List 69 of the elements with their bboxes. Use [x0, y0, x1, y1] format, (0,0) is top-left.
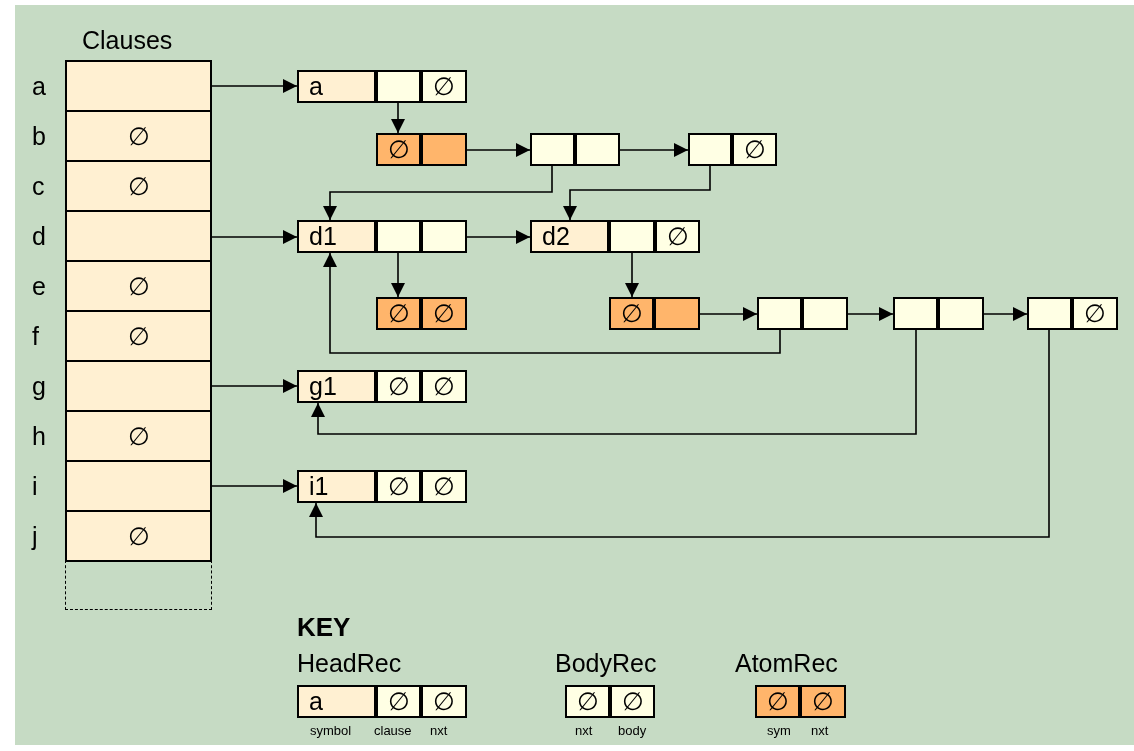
atom-record [376, 133, 467, 166]
field-caption: symbol [310, 723, 352, 738]
row-label: d [32, 222, 46, 251]
arrow [983, 307, 1028, 321]
arrow [391, 102, 405, 134]
arrow [391, 252, 405, 298]
field-caption: nxt [811, 723, 829, 738]
arrow [211, 379, 298, 393]
row-label: e [32, 272, 46, 301]
row-label: f [32, 322, 39, 351]
table-heading: Clauses [82, 26, 173, 55]
field-caption: nxt [575, 723, 593, 738]
record-field: g1 [297, 370, 376, 403]
record-field: ∅ [376, 370, 421, 403]
table-row: ∅ [65, 260, 212, 312]
atom-record [609, 297, 700, 330]
arrow [309, 329, 1050, 538]
field-caption: nxt [430, 723, 448, 738]
arrow [466, 230, 531, 244]
arrow [625, 252, 639, 298]
record-field: ∅ [609, 297, 654, 330]
arrow [323, 252, 781, 354]
arrow [466, 143, 531, 157]
record-field: d2 [530, 220, 609, 253]
record-field: ∅ [376, 685, 421, 718]
table-row [65, 360, 212, 412]
field-caption: sym [767, 723, 791, 738]
key-heading: KEY [297, 612, 351, 643]
arrow [311, 329, 917, 435]
empty-table-row [65, 560, 212, 610]
arrow [847, 307, 894, 321]
arrow [699, 307, 758, 321]
table-row [65, 210, 212, 262]
table-row [65, 460, 212, 512]
table-row: ∅ [65, 160, 212, 212]
record-heading: BodyRec [555, 649, 657, 678]
row-label: c [32, 172, 45, 201]
record-field: ∅ [376, 297, 421, 330]
record-field: a [297, 685, 376, 718]
table-row: ∅ [65, 310, 212, 362]
row-label: i [32, 472, 38, 501]
table-row: ∅ [65, 510, 212, 562]
record-field: d1 [297, 220, 376, 253]
arrow [211, 479, 298, 493]
row-label: a [32, 72, 46, 101]
arrow [211, 230, 298, 244]
record-heading: AtomRec [735, 649, 838, 678]
arrow [619, 143, 689, 157]
row-label: h [32, 422, 46, 451]
arrow [323, 165, 553, 221]
record-field: ∅ [376, 133, 421, 166]
row-label: g [32, 372, 46, 401]
row-label: j [32, 522, 38, 551]
record-field: i1 [297, 470, 376, 503]
field-caption: clause [374, 723, 412, 738]
arrow [563, 165, 711, 221]
arrow [211, 79, 298, 93]
field-caption: body [618, 723, 647, 738]
record-field: ∅ [376, 470, 421, 503]
atom-record [376, 297, 467, 330]
record-field: ∅ [421, 297, 467, 330]
row-label: b [32, 122, 46, 151]
record-field: ∅ [755, 685, 800, 718]
table-row [65, 60, 212, 112]
table-row: ∅ [65, 110, 212, 162]
record-field: ∅ [800, 685, 846, 718]
record-field: a [297, 70, 376, 103]
record-heading: HeadRec [297, 649, 402, 678]
table-row: ∅ [65, 410, 212, 462]
